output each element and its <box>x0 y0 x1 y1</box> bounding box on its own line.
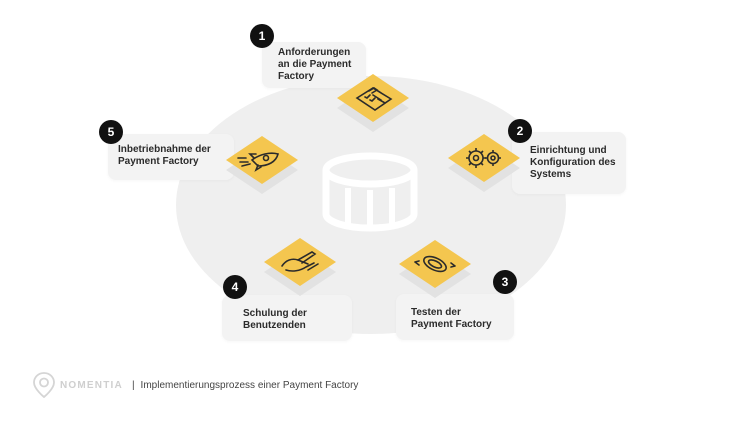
step-5-tile <box>226 136 298 194</box>
testing-icon <box>414 255 456 273</box>
rocket-icon <box>237 152 279 172</box>
brand-logo-text: NOMENTIA <box>60 379 123 391</box>
clipboard-checklist-icon <box>355 87 393 111</box>
step-4-card <box>222 295 352 341</box>
database-icon <box>322 152 418 232</box>
step-5-label: Inbetriebnahme der Payment Factory <box>118 144 211 167</box>
step-1-tile <box>337 74 409 132</box>
step-1-label: Anforderungen an die Payment Factory <box>278 47 352 82</box>
step-4-label: Schulung der Benutzenden <box>243 308 307 331</box>
step-2-badge: 2 <box>508 119 532 143</box>
step-3-card <box>396 294 514 340</box>
step-2-label: Einrichtung und Konfiguration des System… <box>530 145 616 180</box>
footer: NOMENTIA | Implementierungsprozess einer… <box>33 372 358 398</box>
step-1-card <box>262 42 366 88</box>
location-pin-icon <box>33 372 55 398</box>
hand-pen-icon <box>281 251 319 272</box>
step-5-card <box>108 134 234 180</box>
gears-icon <box>466 148 501 168</box>
step-4-tile <box>264 238 336 296</box>
step-3-tile <box>399 240 471 298</box>
step-1-badge: 1 <box>250 24 274 48</box>
step-2-tile <box>448 134 520 192</box>
footer-caption: Implementierungsprozess einer Payment Fa… <box>140 379 359 391</box>
step-3-label: Testen der Payment Factory <box>411 307 492 330</box>
step-2-card <box>512 132 626 194</box>
footer-separator: | <box>131 379 135 391</box>
step-3-badge: 3 <box>493 270 517 294</box>
step-4-badge: 4 <box>223 275 247 299</box>
step-5-badge: 5 <box>99 120 123 144</box>
